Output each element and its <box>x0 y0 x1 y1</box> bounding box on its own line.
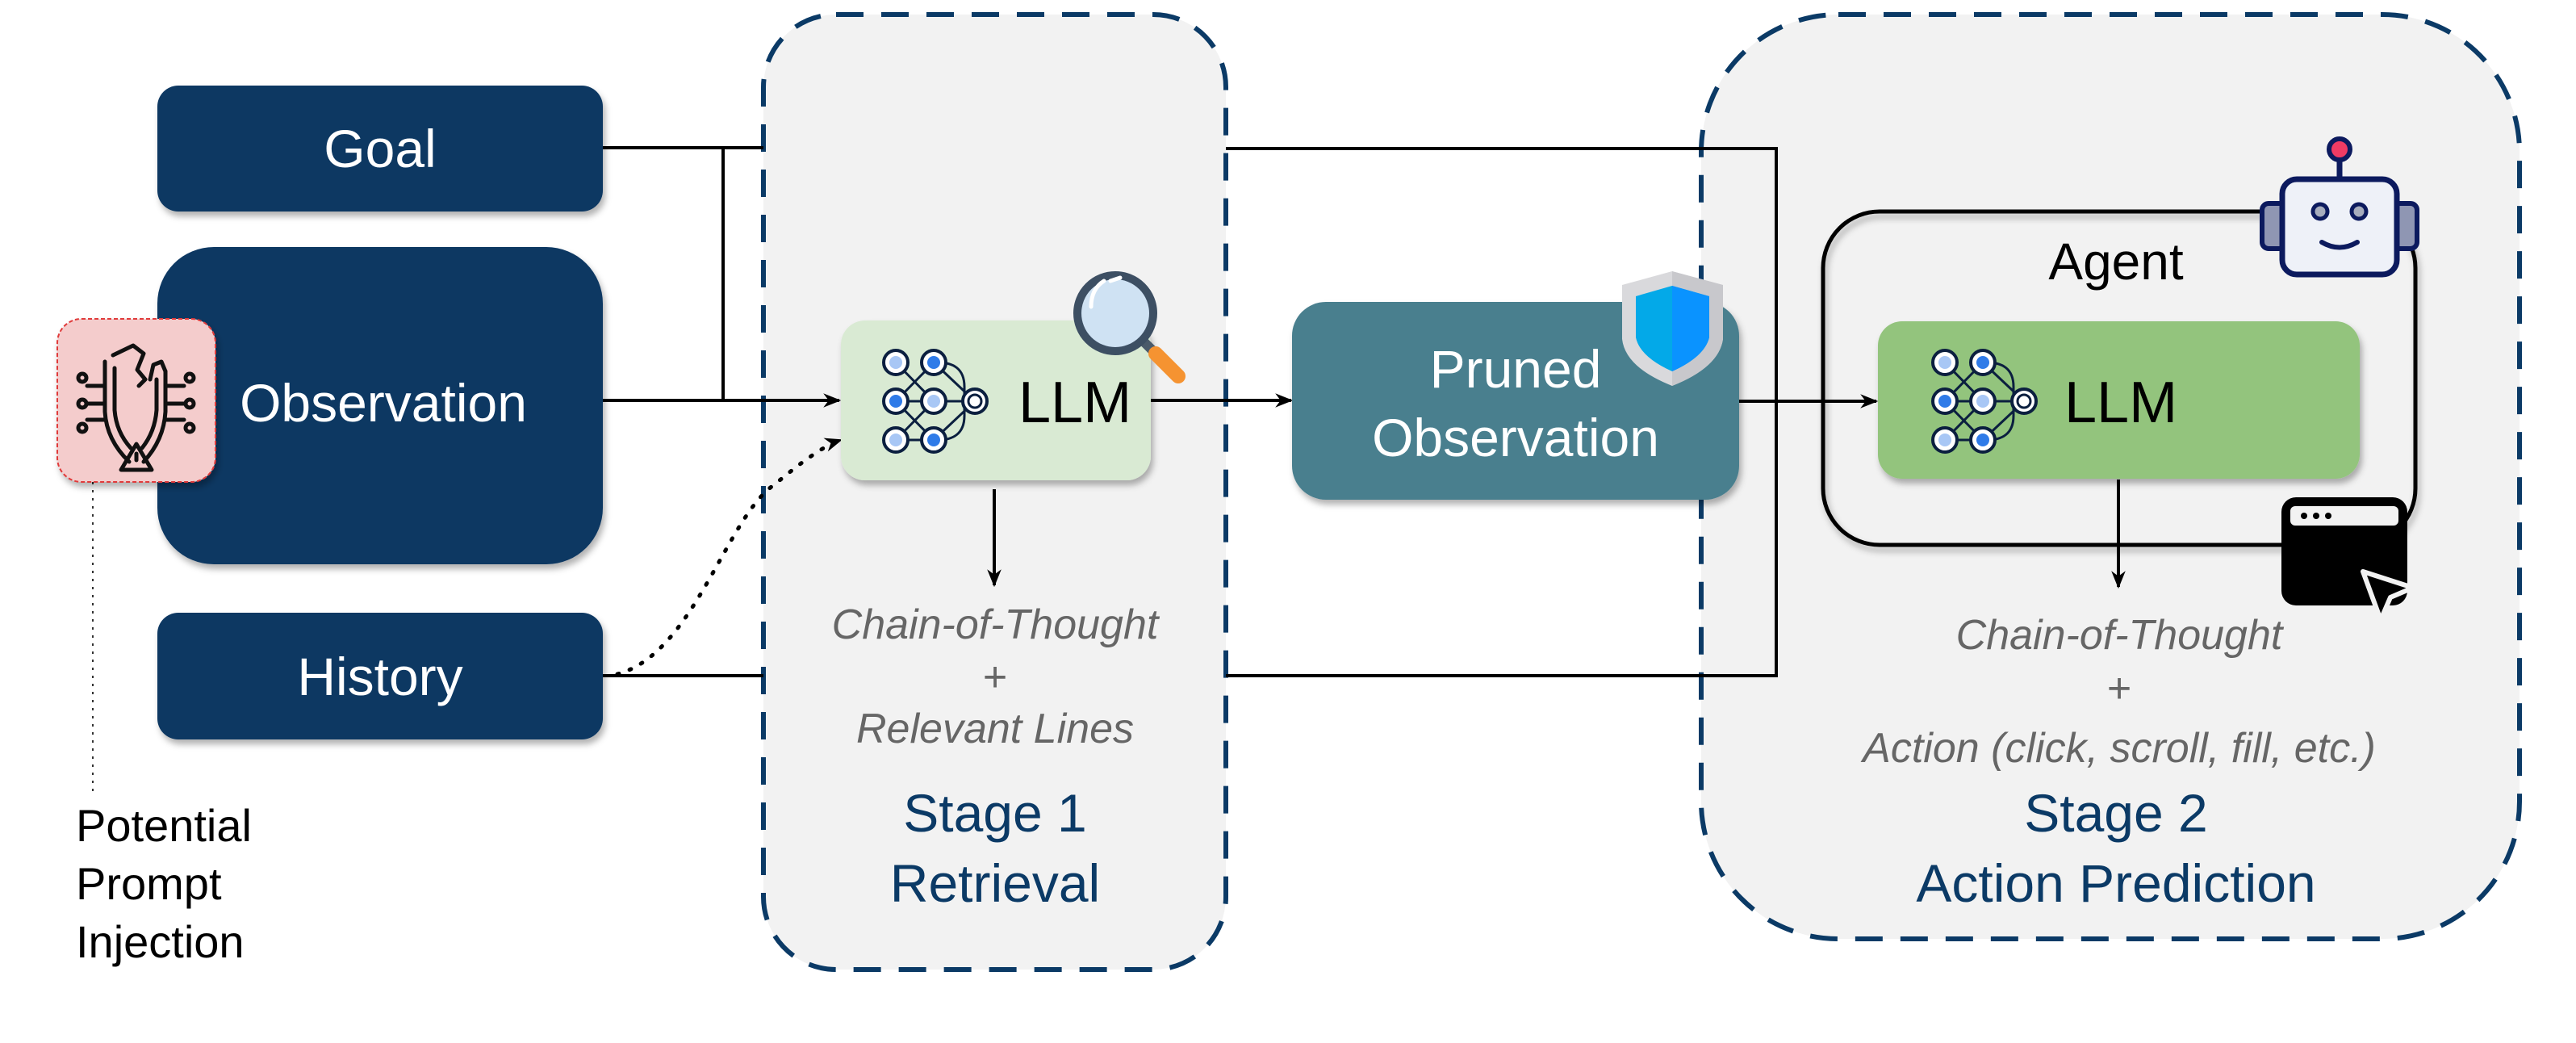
goal-label: Goal <box>324 119 436 178</box>
injection-note-line-3: Injection <box>76 916 245 967</box>
injection-note-line-1: Potential <box>76 800 252 851</box>
stage1-llm-label: LLM <box>1018 371 1131 435</box>
observation-label: Observation <box>240 373 527 433</box>
stage1-output-plus: + <box>983 654 1007 701</box>
stage2-output-plus: + <box>2107 665 2131 712</box>
stage1-output-relevant-lines: Relevant Lines <box>856 706 1134 752</box>
browser-cursor-icon <box>2281 497 2415 622</box>
stage1-title: Stage 1 <box>903 783 1087 843</box>
shield-icon <box>1622 271 1723 386</box>
history-to-llm-dotted-arrow <box>615 438 843 676</box>
history-label: History <box>297 647 462 706</box>
stage2-output-action: Action (click, scroll, fill, etc.) <box>1860 725 2376 772</box>
agent-box[interactable]: Agent <box>1821 209 2418 547</box>
stage2-llm-box[interactable]: LLM <box>1878 321 2360 479</box>
pruned-label-line-2: Observation <box>1372 408 1659 467</box>
stage2-title: Stage 2 <box>2024 783 2208 843</box>
broken-shield-circuit-warning-icon <box>76 343 196 472</box>
injection-note-line-2: Prompt <box>76 858 222 909</box>
agent-label: Agent <box>2048 232 2183 291</box>
injection-badge <box>56 318 216 483</box>
stage2-output-cot: Chain-of-Thought <box>1956 612 2285 659</box>
goal-bypass-connector <box>1226 147 1778 677</box>
stage1-subtitle: Retrieval <box>890 853 1100 913</box>
stage1-llm-box[interactable]: LLM <box>841 320 1151 480</box>
connectors <box>603 146 2126 677</box>
stage2-llm-label: LLM <box>2064 371 2177 435</box>
stage1-output-cot: Chain-of-Thought <box>832 601 1160 648</box>
history-box[interactable]: History <box>157 613 603 739</box>
magnifier-icon <box>1073 271 1186 383</box>
injection-note: Potential Prompt Injection <box>76 800 252 967</box>
pruned-label-line-1: Pruned <box>1430 339 1602 399</box>
robot-icon <box>2260 136 2419 278</box>
stage2-subtitle: Action Prediction <box>1916 853 2315 913</box>
observation-box[interactable]: Observation <box>157 247 603 564</box>
goal-box[interactable]: Goal <box>157 86 603 212</box>
